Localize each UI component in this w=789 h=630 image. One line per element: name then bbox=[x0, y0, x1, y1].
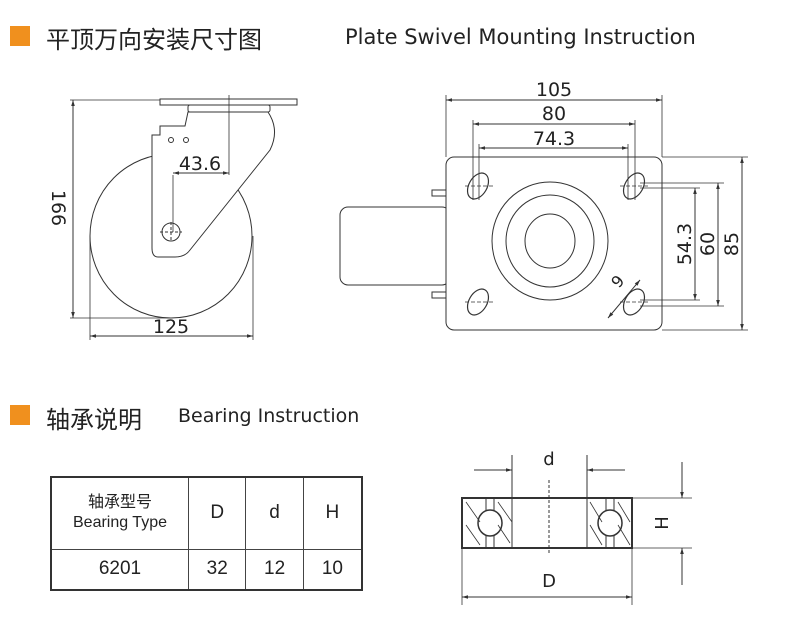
section-title-en: Bearing Instruction bbox=[178, 405, 360, 427]
bearing-table: 轴承型号 Bearing Type D d H 6201 32 12 10 bbox=[50, 476, 363, 591]
section-marker-icon bbox=[10, 405, 30, 425]
header-type-cn: 轴承型号 bbox=[87, 494, 152, 512]
dim-wheel-width: 125 bbox=[153, 316, 189, 338]
bearing-diagram bbox=[461, 455, 692, 605]
mounting-plate bbox=[445, 156, 663, 331]
top-plate bbox=[159, 98, 298, 106]
caster-side-view bbox=[70, 95, 298, 340]
header-D: D bbox=[187, 476, 247, 550]
header-H: H bbox=[302, 476, 363, 550]
fork bbox=[151, 111, 275, 258]
header-type: 轴承型号 Bearing Type bbox=[50, 476, 189, 550]
header-d: d bbox=[245, 476, 304, 550]
header-type-en: Bearing Type bbox=[73, 514, 167, 532]
label-d: d bbox=[543, 449, 554, 470]
dim-plate-width: 105 bbox=[536, 79, 572, 101]
mounting-hole bbox=[466, 288, 490, 316]
table-row: 6201 32 12 10 bbox=[50, 548, 363, 591]
cell-H: 10 bbox=[302, 548, 363, 591]
section-title-en: Plate Swivel Mounting Instruction bbox=[345, 25, 696, 49]
label-H: H bbox=[652, 516, 673, 530]
wheel-outline bbox=[339, 206, 451, 286]
cell-type: 6201 bbox=[50, 548, 189, 591]
cell-d: 12 bbox=[245, 548, 304, 591]
section-title-cn: 平顶万向安装尺寸图 bbox=[46, 26, 262, 54]
dim-hole-span-outer: 80 bbox=[542, 103, 566, 125]
dim-height: 166 bbox=[47, 190, 69, 226]
dim-hole-v-inner: 54.3 bbox=[674, 223, 696, 265]
mounting-hole bbox=[466, 172, 490, 200]
dim-hole-span-inner: 74.3 bbox=[533, 128, 575, 150]
mounting-hole bbox=[622, 172, 646, 200]
cell-D: 32 bbox=[187, 548, 247, 591]
table-header-row: 轴承型号 Bearing Type D d H bbox=[50, 476, 363, 550]
section-marker-icon bbox=[10, 26, 30, 46]
label-D: D bbox=[542, 571, 556, 592]
caster-top-view bbox=[339, 95, 748, 331]
dim-hole-v-outer: 60 bbox=[697, 232, 719, 256]
dim-plate-height: 85 bbox=[721, 232, 743, 256]
dim-offset: 43.6 bbox=[179, 153, 221, 175]
section-title-cn: 轴承说明 bbox=[46, 406, 142, 434]
